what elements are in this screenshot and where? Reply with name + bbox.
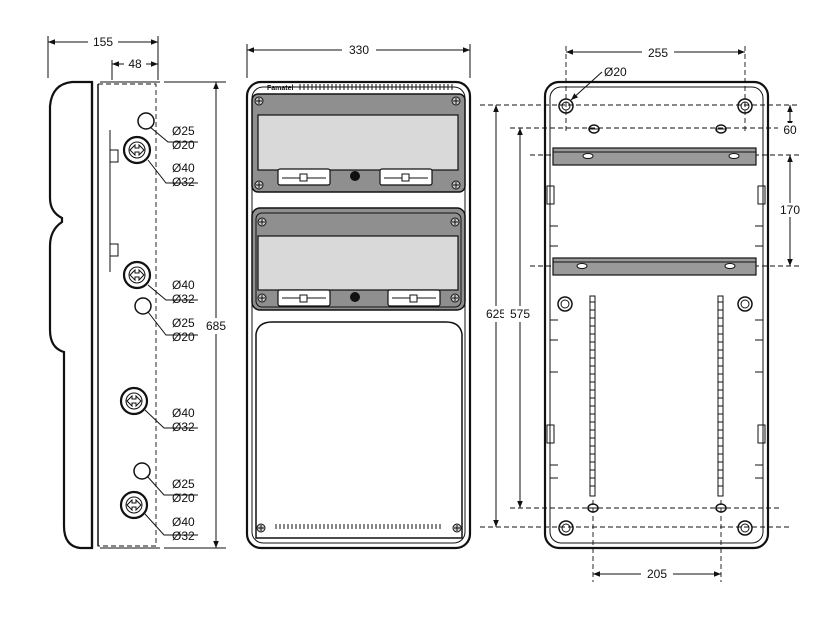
dim-back-rail-spacing: 170 [780,203,800,217]
mounting-hole [737,296,753,312]
din-rail [552,257,757,276]
gland-label-bottom: Ø32 [172,175,195,189]
blank-cover [255,321,463,539]
gland-label-top: Ø25 [172,477,195,491]
back-view: 255 Ø20 60 170 625 575 205 [480,45,806,582]
gland-label-top: Ø40 [172,161,195,175]
slotted-strip [717,295,724,497]
gland-label-bottom: Ø32 [172,420,195,434]
dim-side-depth-lid: 48 [128,57,142,71]
screw-boss [715,503,727,513]
gland-label-top: Ø40 [172,515,195,529]
gland-small [134,297,152,315]
screw-boss [588,124,600,134]
dim-side-height: 685 [206,319,226,333]
back-body-outline [543,80,770,550]
dim-back-inner-spacing-y: 575 [510,307,530,321]
mounting-hole [558,520,574,536]
gland-large [119,490,149,520]
dim-back-hole-spacing-y: 625 [486,307,506,321]
dim-side-depth-total: 155 [93,35,113,49]
lower-module [251,207,466,311]
mounting-hole [737,520,753,536]
dim-back-hole-spacing-x: 255 [648,46,668,60]
gland-label-top: Ø40 [172,406,195,420]
dim-back-bottom-spacing-x: 205 [647,567,667,581]
screw-boss [715,124,727,134]
mounting-hole [737,98,753,114]
gland-small [133,462,151,480]
gland-label-bottom: Ø32 [172,292,195,306]
gland-small [137,112,155,130]
dim-front-width: 330 [349,43,369,57]
dim-back-hole-diameter: Ø20 [604,65,627,79]
brand-label: Famatel [267,85,294,92]
slotted-strip [589,295,596,497]
upper-module [251,93,466,193]
lock [350,171,360,181]
side-view: 155 48 685 [47,35,232,550]
front-view: 330 Famatel [245,43,472,550]
mounting-hole [558,98,574,114]
gland-label-bottom: Ø32 [172,529,195,543]
gland-large [122,260,152,290]
gland-label-top: Ø40 [172,278,195,292]
screw-boss [587,503,599,513]
front-body-outline [245,80,472,550]
lock [350,292,360,302]
mounting-hole [557,296,573,312]
dim-back-top-offset: 60 [783,123,797,137]
gland-label-bottom: Ø20 [172,491,195,505]
gland-label-bottom: Ø20 [172,330,195,344]
side-lid-outline [97,83,157,547]
gland-large [119,386,149,416]
gland-label-top: Ø25 [172,124,195,138]
gland-label-bottom: Ø20 [172,138,195,152]
din-rail [552,147,757,166]
side-body-outline [48,80,94,550]
gland-label-top: Ø25 [172,316,195,330]
gland-large [122,135,152,165]
